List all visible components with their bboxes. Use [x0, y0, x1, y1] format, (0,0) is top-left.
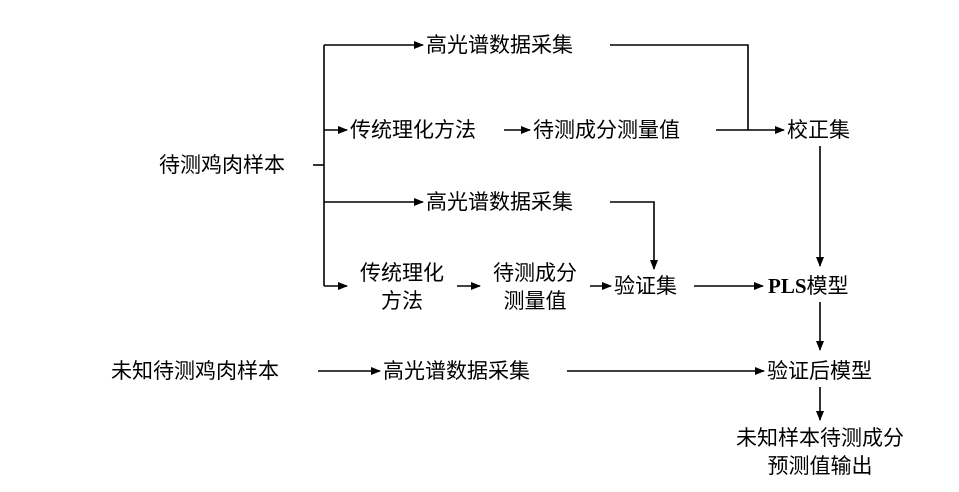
node-valid-set: 验证集 — [614, 274, 677, 298]
node-meas-2-line1: 待测成分 — [493, 261, 577, 285]
node-trad-2-line1: 传统理化 — [360, 261, 444, 285]
node-hsi-3: 高光谱数据采集 — [383, 359, 530, 383]
node-trad-2-line2: 方法 — [381, 289, 423, 313]
node-meas-1: 待测成分测量值 — [533, 118, 680, 142]
node-sample: 待测鸡肉样本 — [159, 153, 285, 177]
node-hsi-2: 高光谱数据采集 — [426, 190, 573, 214]
node-pls-model: PLS模型 — [768, 274, 849, 298]
node-calib-set: 校正集 — [787, 118, 850, 142]
connectors — [313, 41, 824, 421]
node-validated-model: 验证后模型 — [767, 359, 872, 383]
connector-hsi-1-to-calib — [610, 44, 749, 130]
pls-suffix: 模型 — [807, 274, 849, 298]
node-trad-1: 传统理化方法 — [350, 118, 476, 142]
node-output-line2: 预测值输出 — [768, 454, 873, 478]
pls-prefix: PLS — [768, 274, 807, 298]
connector-hsi-2-to-valid — [610, 201, 658, 270]
node-unknown-sample: 未知待测鸡肉样本 — [111, 359, 279, 383]
node-output-line1: 未知样本待测成分 — [736, 426, 904, 450]
node-meas-2-line2: 测量值 — [504, 289, 567, 313]
node-hsi-1: 高光谱数据采集 — [426, 33, 573, 57]
